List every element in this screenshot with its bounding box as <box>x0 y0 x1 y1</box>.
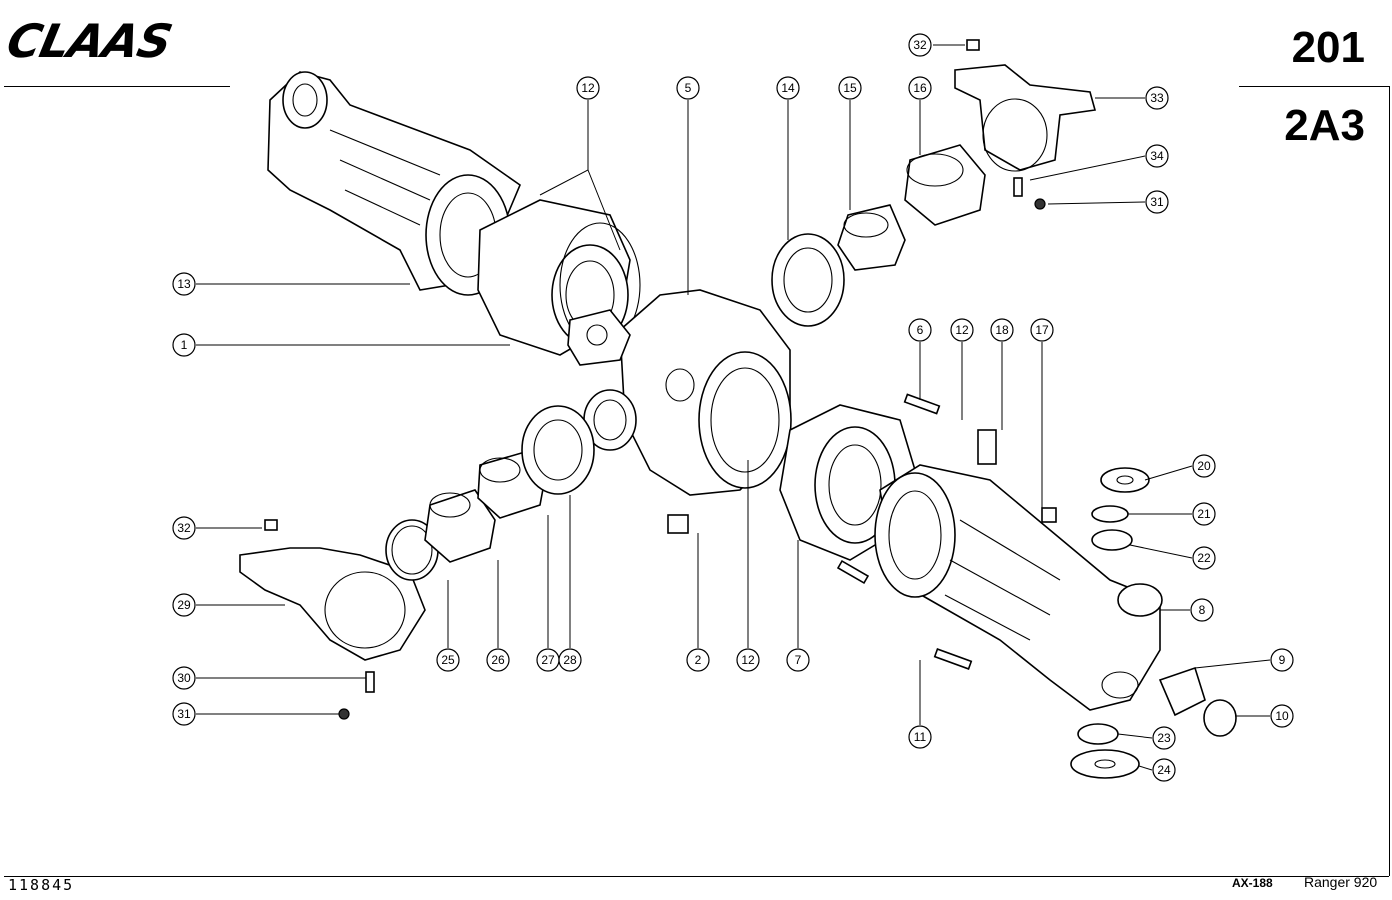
callout-32-top: 32 <box>908 33 932 57</box>
callout-31-top: 31 <box>1145 190 1169 214</box>
upper-bearing-rings <box>771 144 986 327</box>
svg-text:12: 12 <box>955 323 969 337</box>
header-rule <box>4 86 230 87</box>
drawing-code: AX-188 <box>1232 876 1273 890</box>
section-divider <box>1239 86 1389 87</box>
callout-29: 29 <box>172 593 196 617</box>
svg-text:15: 15 <box>843 81 857 95</box>
svg-text:22: 22 <box>1197 551 1211 565</box>
svg-text:23: 23 <box>1157 731 1171 745</box>
svg-text:11: 11 <box>914 730 927 744</box>
small-parts-right <box>667 393 1237 779</box>
svg-text:21: 21 <box>1197 507 1211 521</box>
lower-left-bearing-rings <box>385 405 595 581</box>
callout-26: 26 <box>486 648 510 672</box>
center-housing <box>567 289 792 496</box>
callout-17: 17 <box>1030 318 1054 342</box>
document-number: 118845 <box>8 876 75 894</box>
svg-text:16: 16 <box>913 81 927 95</box>
callout-8: 8 <box>1190 598 1214 622</box>
callout-21: 21 <box>1192 502 1216 526</box>
svg-text:14: 14 <box>781 81 795 95</box>
svg-text:12: 12 <box>741 653 755 667</box>
footer-rule <box>4 876 1389 877</box>
callout-16: 16 <box>908 76 932 100</box>
svg-text:20: 20 <box>1197 459 1211 473</box>
callout-30: 30 <box>172 666 196 690</box>
section-box: 201 2A3 <box>1237 4 1387 154</box>
callout-33: 33 <box>1145 86 1169 110</box>
svg-text:32: 32 <box>177 521 191 535</box>
svg-text:34: 34 <box>1150 149 1164 163</box>
svg-text:29: 29 <box>177 598 191 612</box>
callout-12-bottom: 12 <box>736 648 760 672</box>
svg-text:25: 25 <box>441 653 455 667</box>
callout-20: 20 <box>1192 454 1216 478</box>
callout-18: 18 <box>990 318 1014 342</box>
svg-text:13: 13 <box>177 277 191 291</box>
svg-text:1: 1 <box>181 338 188 352</box>
callout-32-left: 32 <box>172 516 196 540</box>
svg-text:2: 2 <box>695 653 702 667</box>
leader-lines <box>196 44 1271 771</box>
callout-25: 25 <box>436 648 460 672</box>
lower-right-axle-housing <box>874 464 1163 711</box>
svg-text:24: 24 <box>1157 763 1171 777</box>
callout-14: 14 <box>776 76 800 100</box>
svg-text:30: 30 <box>177 671 191 685</box>
callout-15: 15 <box>838 76 862 100</box>
frame-right-border <box>1389 86 1390 876</box>
model-name: Ranger 920 <box>1304 874 1378 890</box>
svg-text:33: 33 <box>1150 91 1164 105</box>
svg-text:28: 28 <box>563 653 577 667</box>
svg-text:27: 27 <box>541 653 555 667</box>
callouts: 32 33 34 31 12 5 14 15 16 13 1 6 12 18 1… <box>172 33 1294 782</box>
svg-text:17: 17 <box>1035 323 1049 337</box>
svg-text:6: 6 <box>917 323 924 337</box>
callout-9: 9 <box>1270 648 1294 672</box>
callout-2: 2 <box>686 648 710 672</box>
callout-31-left: 31 <box>172 702 196 726</box>
svg-text:26: 26 <box>491 653 505 667</box>
callout-34: 34 <box>1145 144 1169 168</box>
section-code: 2A3 <box>1284 101 1365 150</box>
svg-text:18: 18 <box>995 323 1009 337</box>
callout-7: 7 <box>786 648 810 672</box>
svg-text:31: 31 <box>177 707 191 721</box>
callout-23: 23 <box>1152 726 1176 750</box>
callout-28: 28 <box>558 648 582 672</box>
svg-text:9: 9 <box>1279 653 1286 667</box>
svg-text:32: 32 <box>913 38 927 52</box>
callout-11: 11 <box>908 725 932 749</box>
callout-5: 5 <box>676 76 700 100</box>
callout-6: 6 <box>908 318 932 342</box>
callout-27: 27 <box>536 648 560 672</box>
upper-right-bracket <box>954 39 1097 210</box>
lower-left-bracket <box>239 519 426 720</box>
svg-text:12: 12 <box>581 81 595 95</box>
callout-22: 22 <box>1192 546 1216 570</box>
svg-text:7: 7 <box>795 653 802 667</box>
callout-10: 10 <box>1270 704 1294 728</box>
section-number: 201 <box>1291 23 1365 72</box>
svg-text:8: 8 <box>1199 603 1206 617</box>
svg-text:31: 31 <box>1150 195 1164 209</box>
callout-12-right: 12 <box>950 318 974 342</box>
callout-12-top: 12 <box>576 76 600 100</box>
callout-1: 1 <box>172 333 196 357</box>
callout-13: 13 <box>172 272 196 296</box>
callout-24: 24 <box>1152 758 1176 782</box>
svg-text:5: 5 <box>685 81 692 95</box>
svg-text:10: 10 <box>1275 709 1289 723</box>
